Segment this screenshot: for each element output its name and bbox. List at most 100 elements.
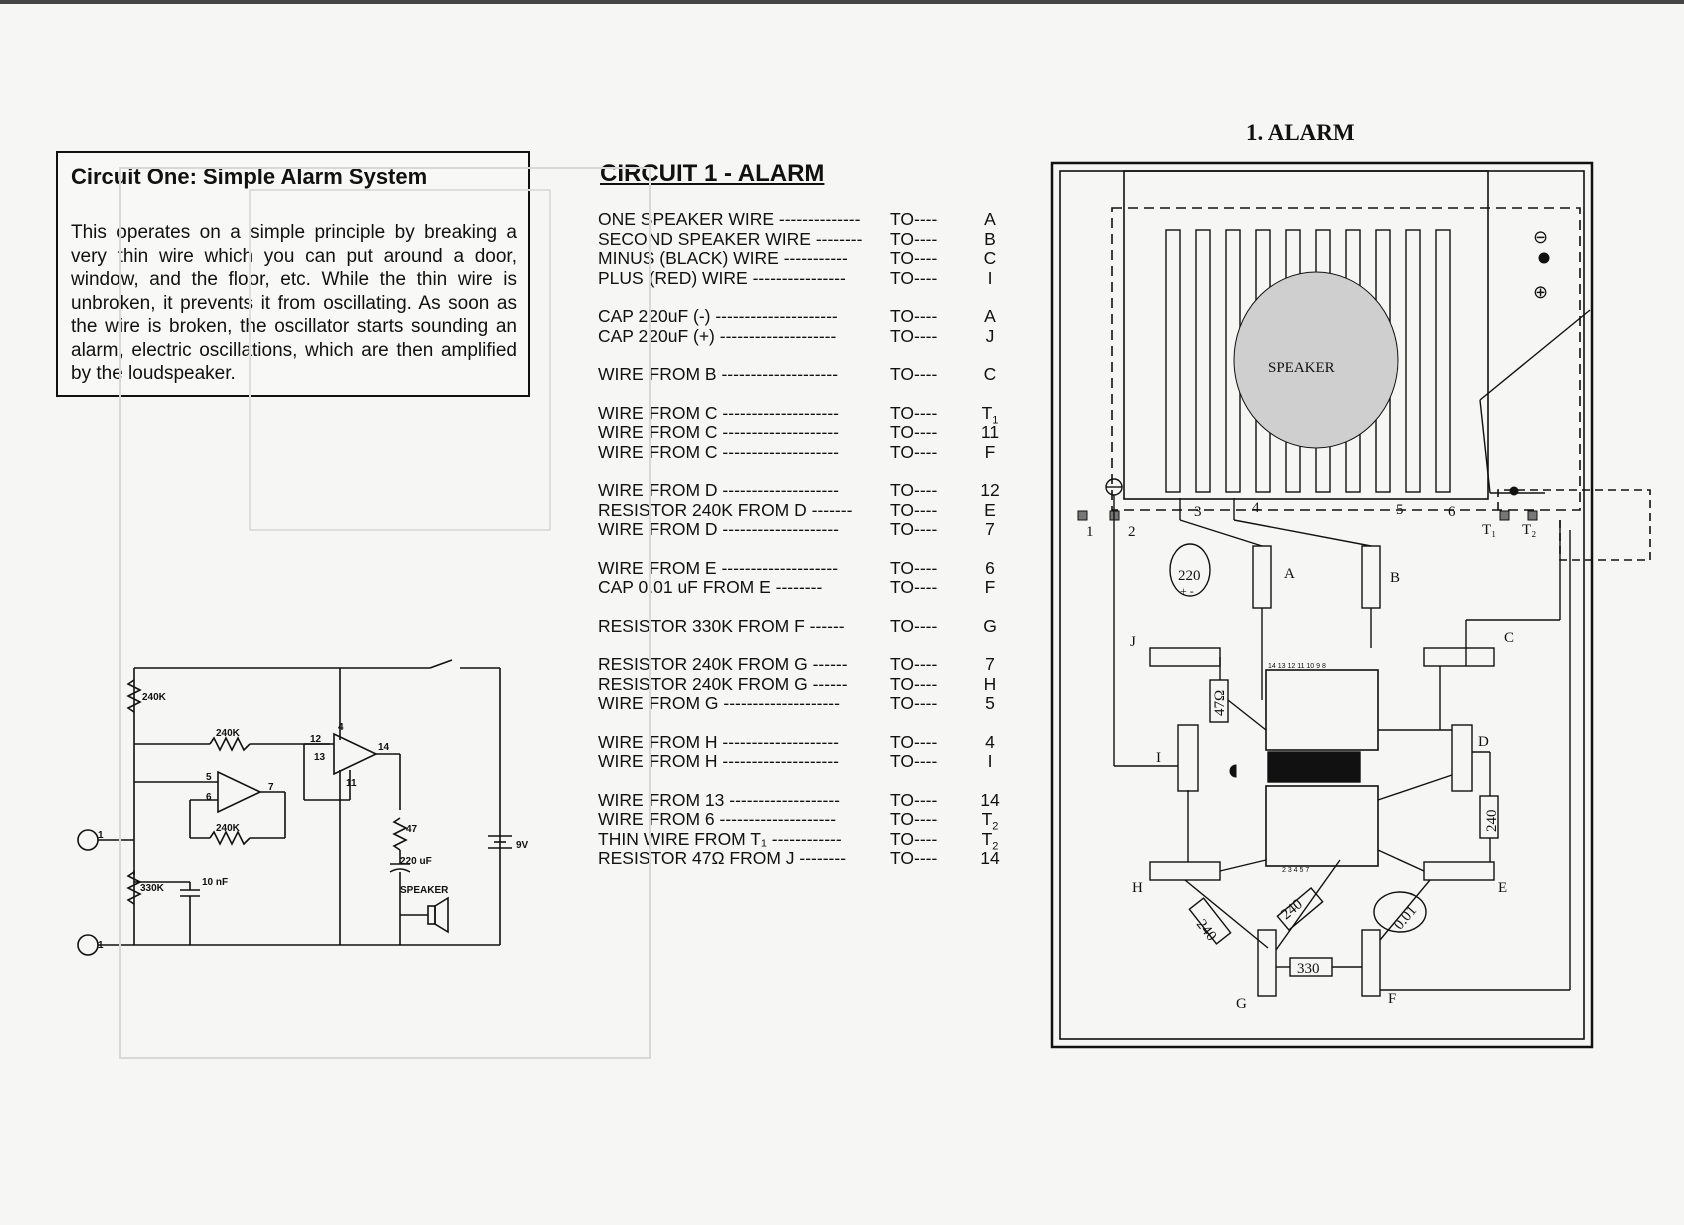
wiring-row-label: CAP 0.01 uF FROM E --------	[598, 577, 823, 597]
dashed-wire-loop	[1111, 207, 1581, 511]
layout-terminal-2: 2	[1128, 524, 1136, 540]
ghost-speaker-frame	[249, 189, 551, 531]
wiring-row-label: WIRE FROM H --------------------	[598, 731, 839, 752]
layout-terminal-t1: T₁	[1482, 522, 1496, 538]
wiring-row: WIRE FROM E --------------------TO----6	[598, 558, 998, 578]
wiring-row-to: TO----	[890, 364, 938, 384]
terminal-t1	[1499, 510, 1510, 521]
wiring-row: ONE SPEAKER WIRE --------------TO----A	[598, 209, 998, 229]
wiring-row-dest: I	[978, 268, 1002, 289]
wiring-row-dest: A	[978, 209, 1002, 230]
wiring-row-dest: G	[978, 616, 1002, 637]
layout-letter-H: H	[1132, 880, 1143, 896]
wiring-row-label: RESISTOR 330K FROM F ------	[598, 615, 845, 636]
wiring-row-to: TO----	[890, 325, 938, 346]
wiring-row-label: WIRE FROM 13 -------------------	[598, 789, 840, 810]
wiring-row: PLUS (RED) WIRE ----------------TO----I	[598, 268, 998, 288]
wiring-row-label: RESISTOR 240K FROM G ------	[598, 673, 848, 694]
schematic-label-r3: 240K	[216, 823, 241, 834]
wiring-row-to: TO----	[890, 248, 938, 268]
resistor-240k-2	[209, 736, 251, 752]
wiring-row-label: WIRE FROM G --------------------	[598, 693, 840, 713]
wiring-row: RESISTOR 240K FROM G ------TO----H	[598, 674, 998, 694]
schematic-pin: 6	[206, 792, 212, 803]
schematic-label-r5: 47	[406, 824, 418, 835]
wiring-row-dest: 14	[978, 848, 1002, 869]
schematic-pin: 5	[206, 772, 212, 783]
wiring-row: MINUS (BLACK) WIRE -----------TO----C	[598, 248, 998, 268]
wiring-row-label: MINUS (BLACK) WIRE -----------	[598, 248, 848, 268]
board-outer	[1050, 161, 1594, 1049]
wiring-row-to: TO----	[890, 654, 938, 674]
breadboard-top	[1265, 669, 1379, 751]
wiring-row-dest: T1	[978, 403, 1002, 427]
wiring-row-dest-text: T	[981, 402, 993, 423]
strip-D	[1451, 724, 1473, 792]
wiring-row-dest: 14	[978, 790, 1002, 811]
layout-cap220-polarity: + -	[1180, 584, 1194, 598]
layout-minus-symbol: ⊖	[1533, 227, 1548, 247]
ghost-board	[119, 167, 651, 1059]
schematic-pin: 13	[314, 752, 326, 763]
schematic-pin: 4	[338, 722, 344, 733]
schematic-pin: 12	[310, 734, 322, 745]
strip-G	[1257, 929, 1277, 997]
wiring-row-to: TO----	[890, 402, 938, 423]
strip-F	[1361, 929, 1381, 997]
layout-cap220-label: 220	[1178, 568, 1201, 584]
wiring-row-label: WIRE FROM C --------------------	[598, 422, 839, 442]
wiring-row-label: WIRE FROM 6 --------------------	[598, 809, 837, 829]
wiring-row-label: WIRE FROM H --------------------	[598, 751, 839, 771]
wiring-row-dest: 7	[978, 519, 1002, 540]
wiring-row-dest-text: 6	[985, 557, 995, 578]
layout-letter-D: D	[1478, 734, 1489, 750]
wiring-row-dest-text: G	[983, 615, 997, 636]
layout-letter-F: F	[1388, 991, 1396, 1007]
resistor-240-diag-1	[1188, 897, 1232, 945]
wiring-row: WIRE FROM C --------------------TO----11	[598, 422, 999, 442]
wiring-row-dest: B	[978, 229, 1002, 250]
resistor-240-diag-2	[1276, 886, 1324, 932]
layout-letter-E: E	[1498, 880, 1507, 896]
switch-contact	[1538, 252, 1550, 264]
wiring-row-to: TO----	[890, 693, 938, 713]
resistor-240-body	[1479, 795, 1499, 839]
terminal-circle	[77, 829, 99, 851]
wiring-row-dest-text: T	[981, 809, 993, 829]
wiring-row-to: TO----	[890, 422, 938, 442]
wiring-row-to: TO----	[890, 577, 938, 597]
wiring-row: SECOND SPEAKER WIRE --------TO----B	[598, 229, 998, 249]
wiring-row-dest: 5	[978, 693, 1002, 714]
wiring-row-dest-sub: 2	[992, 840, 999, 852]
scan-top-edge	[0, 0, 1684, 4]
chip-notch	[1229, 764, 1237, 778]
wiring-row-to: TO----	[890, 228, 938, 249]
schematic-label-r1: 240K	[142, 692, 167, 703]
wiring-row: WIRE FROM C --------------------TO----T1	[598, 402, 998, 427]
wiring-row: CAP 220uF (+) -------------------- TO----…	[598, 326, 998, 346]
wiring-row-to: TO----	[890, 673, 938, 694]
ic-chip	[1267, 751, 1361, 783]
layout-terminal-1: 1	[1086, 524, 1094, 540]
schematic-pin: 7	[268, 782, 274, 793]
speaker-frame	[1123, 170, 1489, 500]
schematic-pin: 14	[378, 742, 390, 753]
wiring-row-to: TO----	[890, 519, 938, 539]
wiring-row-dest: A	[978, 306, 1002, 327]
layout-speaker-label: SPEAKER	[1268, 360, 1335, 376]
wiring-row-to: TO----	[890, 306, 938, 326]
layout-letter-A: A	[1284, 566, 1295, 582]
wiring-row-label: ONE SPEAKER WIRE --------------	[598, 209, 861, 229]
wiring-row: WIRE FROM 13 -------------------TO----14	[598, 789, 1000, 810]
wiring-row: WIRE FROM H --------------------TO----4	[598, 732, 998, 752]
opamp-2	[333, 732, 378, 776]
wiring-row-dest-sub: 1	[992, 414, 999, 426]
layout-letter-B: B	[1390, 570, 1400, 586]
wiring-row-to: TO----	[890, 731, 938, 752]
description-body: This operates on a simple principle by b…	[71, 222, 517, 384]
wiring-row-label: CAP 220uF (+) --------------------	[598, 325, 837, 346]
terminal-circle	[77, 934, 99, 956]
schematic-label-battery: 9V	[516, 840, 529, 851]
